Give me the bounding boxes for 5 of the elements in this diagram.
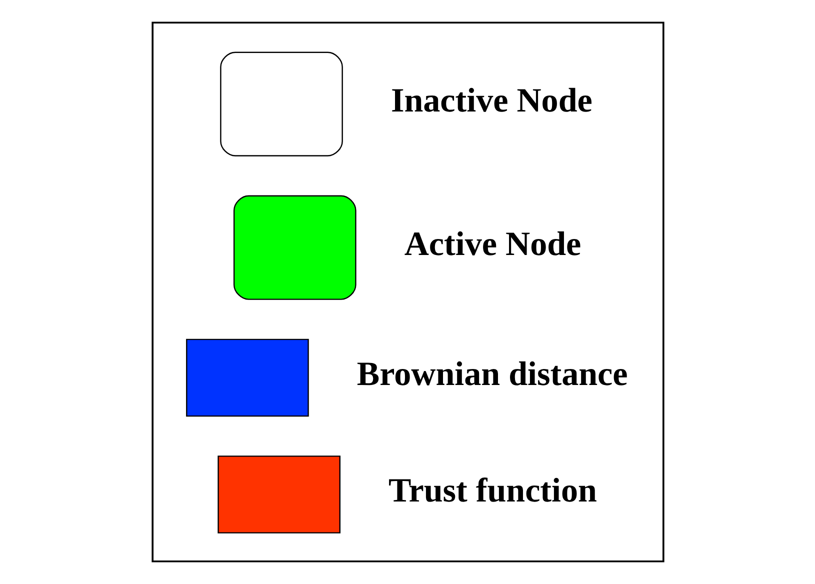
legend-label: Active Node [404,226,581,263]
legend-label: Trust function [388,472,596,510]
legend-label: Inactive Node [390,82,592,120]
node-box [151,22,664,562]
legend-label: Brownian distance [356,356,628,393]
